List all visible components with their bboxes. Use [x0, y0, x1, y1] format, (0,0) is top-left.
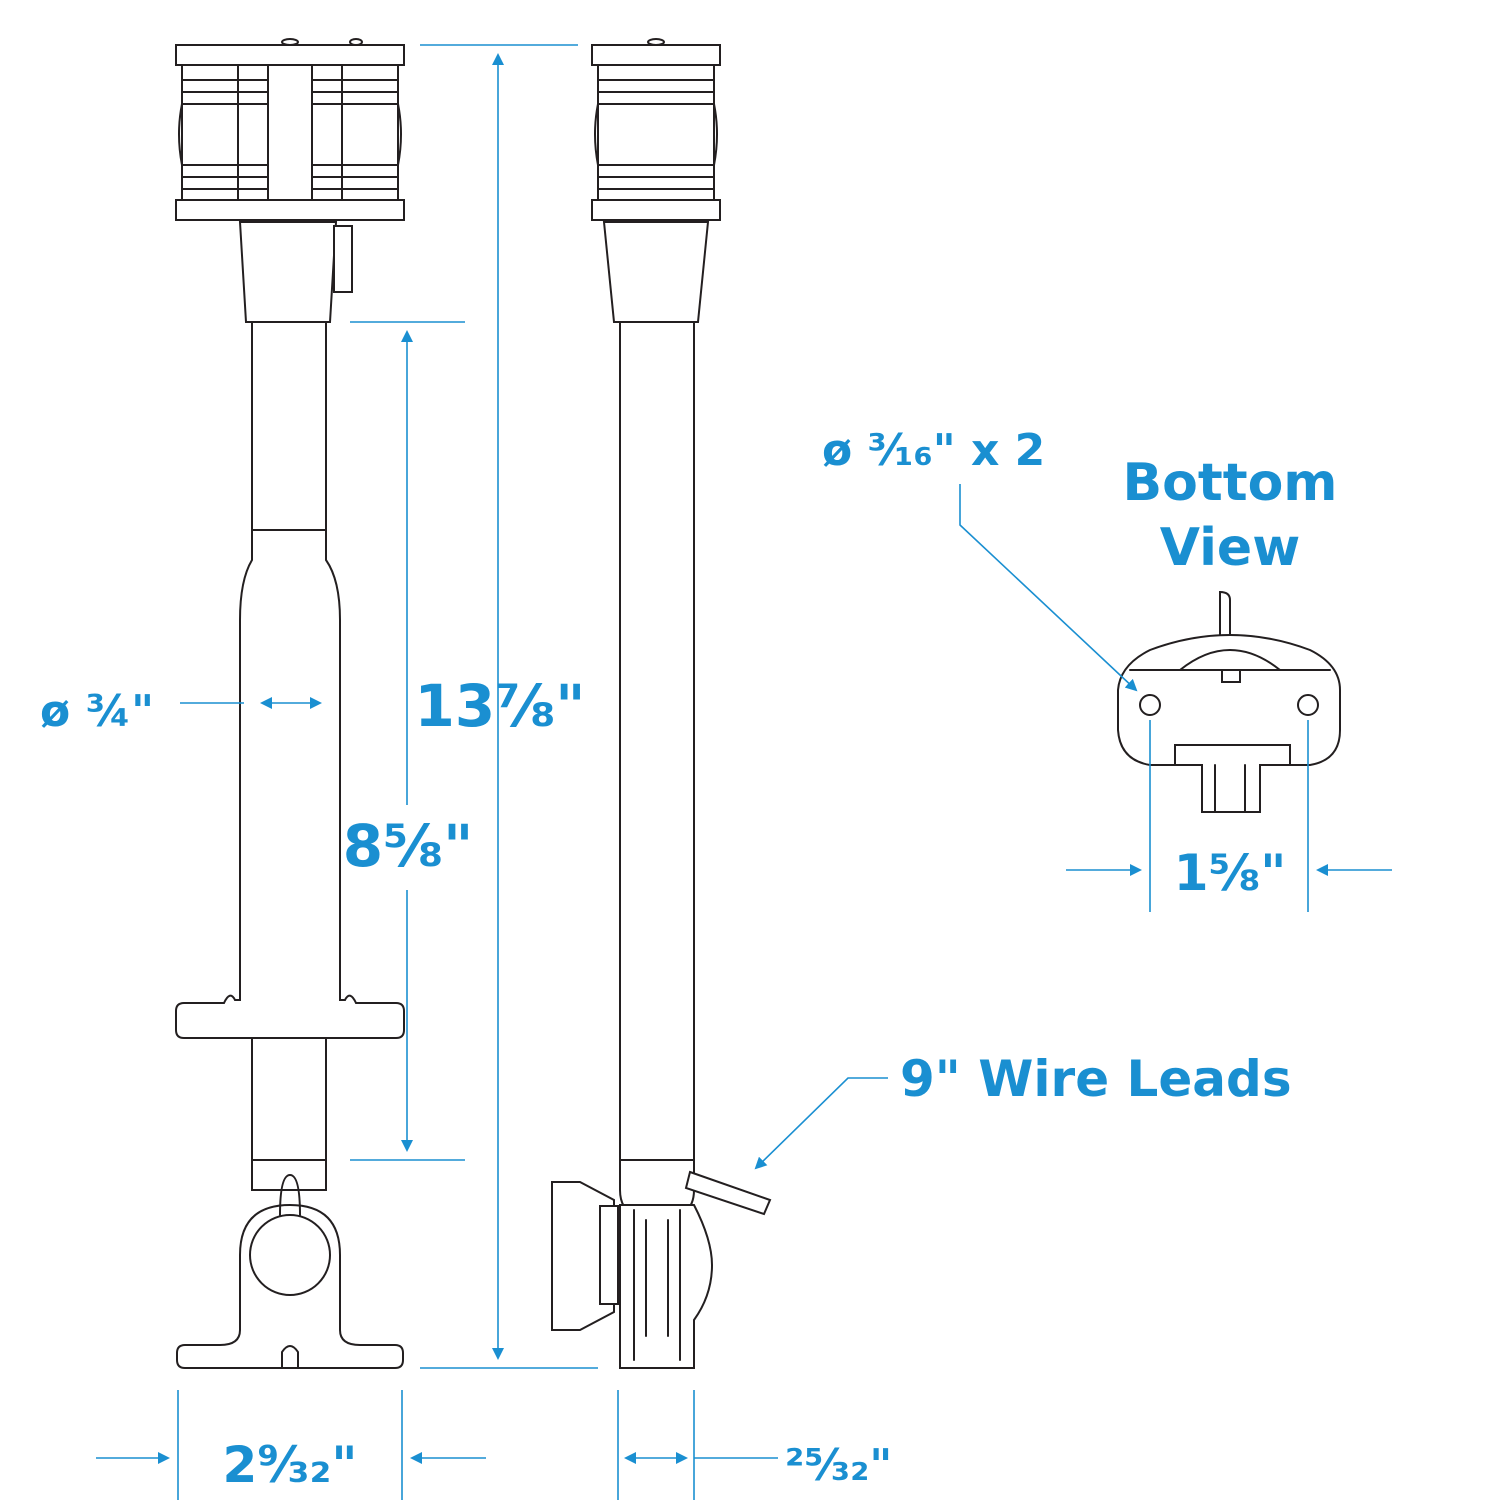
front-light-head [175, 38, 405, 323]
bottom-view-title-line2: View [1160, 518, 1300, 578]
wire-leads-label: 9" Wire Leads [900, 1050, 1292, 1108]
base-depth-label: ²⁵⁄₃₂" [785, 1440, 892, 1491]
base-width-label: 2⁹⁄₃₂" [223, 1436, 358, 1494]
bottom-view [1117, 590, 1341, 813]
hole-callout-label: ø ³⁄₁₆" x 2 [822, 425, 1045, 476]
pole-diameter-label: ø ¾" [40, 686, 154, 737]
pole-length-label: 8⅝" [343, 812, 474, 880]
front-view [175, 38, 405, 1369]
bottom-view-title-line1: Bottom [1123, 453, 1338, 513]
total-height-label: 13⅞" [415, 672, 586, 740]
hole-spacing-label: 1⅝" [1174, 844, 1287, 902]
front-base [175, 529, 405, 1369]
dimension-lines [96, 44, 1392, 1500]
side-base [551, 1159, 772, 1369]
side-view [551, 38, 772, 1369]
side-pole [619, 321, 695, 1161]
side-light-head [591, 38, 721, 323]
